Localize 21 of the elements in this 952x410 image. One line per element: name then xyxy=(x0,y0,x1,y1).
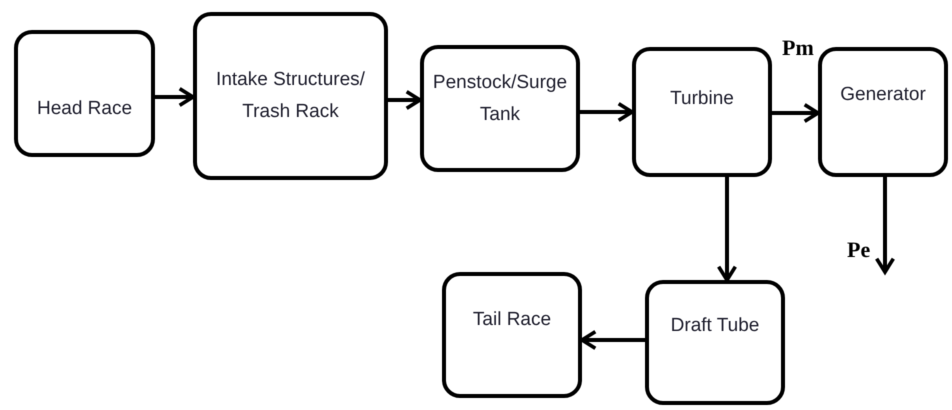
arrow xyxy=(716,177,738,282)
process-box xyxy=(632,47,772,177)
box-label: Intake Structures/ Trash Rack xyxy=(215,68,366,124)
box-label: Tail Race xyxy=(472,308,552,332)
arrow xyxy=(772,102,820,124)
process-box xyxy=(645,280,785,405)
arrow xyxy=(155,86,195,108)
process-box xyxy=(442,272,582,398)
arrow xyxy=(388,90,422,110)
box-label: Draft Tube xyxy=(670,314,760,338)
arrow xyxy=(874,177,896,274)
process-box xyxy=(818,47,948,177)
box-label: Head Race xyxy=(36,97,132,122)
box-label: Penstock/Surge Tank xyxy=(432,71,568,128)
box-label: Generator xyxy=(840,83,926,107)
process-box xyxy=(193,12,388,180)
arrow xyxy=(580,102,634,122)
arrow xyxy=(580,330,645,350)
process-box xyxy=(420,45,580,172)
process-box xyxy=(14,30,155,157)
box-label: Turbine xyxy=(670,87,734,111)
